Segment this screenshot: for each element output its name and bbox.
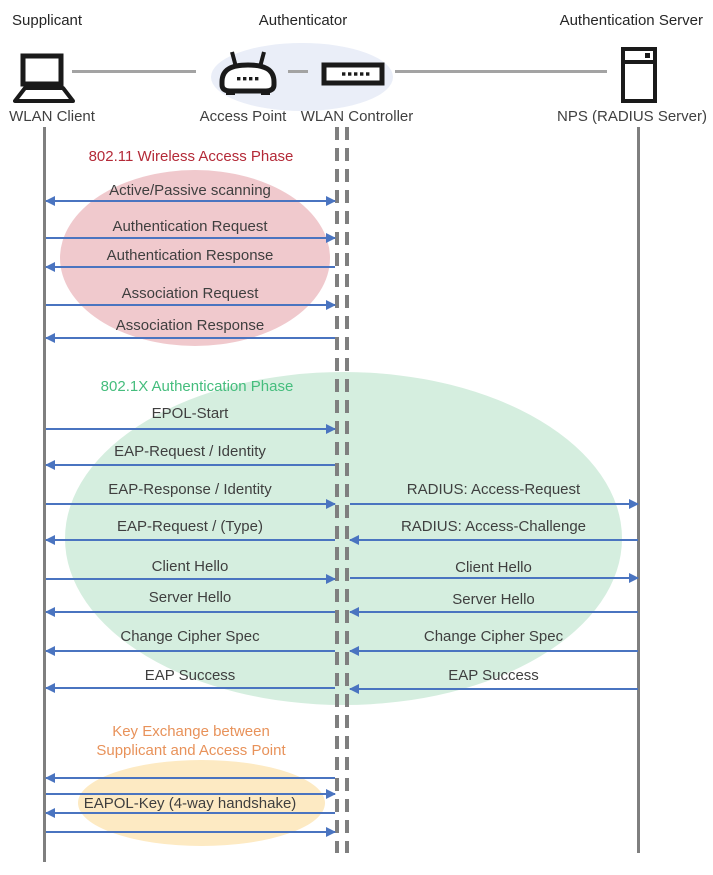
message-label: Client Hello [151, 558, 229, 575]
phase3-title: Key Exchange between Supplicant and Acce… [60, 722, 322, 760]
message-label: Authentication Request [112, 218, 268, 235]
arrow-left [45, 535, 335, 545]
laptop-icon [13, 53, 75, 105]
node-label-wlan-client: WLAN Client [9, 108, 95, 125]
lifeline-authenticator-dashed-2 [345, 127, 349, 853]
message-label: Active/Passive scanning [109, 182, 271, 199]
arrow-left [349, 535, 638, 545]
arrow-right [46, 499, 336, 509]
arrow-right [46, 789, 336, 799]
role-authenticator: Authenticator [258, 12, 348, 29]
lifeline-authenticator-dashed-1 [335, 127, 339, 853]
connector-client-ap [72, 70, 196, 73]
message-label: Authentication Response [106, 247, 274, 264]
arrow-right [350, 573, 639, 583]
arrow-right [350, 499, 639, 509]
lifeline-wlan-client [43, 127, 46, 862]
message-label: EAPOL-Key (4-way handshake) [83, 795, 297, 812]
phase3-title-line2: Supplicant and Access Point [96, 742, 286, 759]
message-label: Server Hello [148, 589, 232, 606]
arrow-left [45, 683, 335, 693]
message-label: EAP-Request / (Type) [117, 518, 263, 535]
connector-controller-server [395, 70, 607, 73]
message-label: EAP Success [144, 667, 236, 684]
arrow-right [46, 300, 336, 310]
arrow-left [45, 333, 335, 343]
message-label: EPOL-Start [151, 405, 229, 422]
message-label: EAP Success [448, 667, 539, 684]
message-label: RADIUS: Access-Request [406, 481, 581, 498]
arrow-right [46, 424, 336, 434]
phase2-title: 802.1X Authentication Phase [100, 378, 294, 395]
node-label-wlan-controller: WLAN Controller [300, 108, 414, 125]
message-label: Association Response [115, 317, 265, 334]
arrow-left [45, 808, 335, 818]
arrow-left [45, 773, 335, 783]
access-point-icon [218, 50, 278, 95]
message-label: EAP-Response / Identity [108, 481, 272, 498]
arrow-left [349, 684, 638, 694]
role-supplicant: Supplicant [12, 12, 83, 29]
node-label-nps-radius-server: NPS (RADIUS Server) [556, 108, 708, 125]
arrow-right [46, 233, 336, 243]
phase2-ellipse [65, 372, 622, 705]
arrow-left [349, 607, 638, 617]
message-label: Change Cipher Spec [423, 628, 564, 645]
message-label: EAP-Request / Identity [114, 443, 266, 460]
server-icon [620, 46, 658, 104]
role-authentication-server: Authentication Server [559, 12, 703, 29]
message-label: Client Hello [455, 559, 532, 576]
arrow-right [46, 574, 336, 584]
arrow-right [46, 827, 336, 837]
arrow-both [45, 196, 336, 206]
phase1-title: 802.11 Wireless Access Phase [88, 148, 294, 165]
message-label: Server Hello [452, 591, 535, 608]
phase1-ellipse [60, 170, 330, 346]
lifeline-radius-server [637, 127, 640, 853]
arrow-left [45, 646, 335, 656]
arrow-left [45, 607, 335, 617]
phase3-title-line1: Key Exchange between [112, 723, 270, 740]
arrow-left [45, 262, 335, 272]
arrow-left [45, 460, 335, 470]
wlan-controller-icon [321, 62, 385, 86]
node-label-access-point: Access Point [199, 108, 287, 125]
message-label: RADIUS: Access-Challenge [400, 518, 587, 535]
arrow-left [349, 646, 638, 656]
message-label: Association Request [121, 285, 259, 302]
connector-ap-controller [288, 70, 308, 73]
message-label: Change Cipher Spec [120, 628, 260, 645]
